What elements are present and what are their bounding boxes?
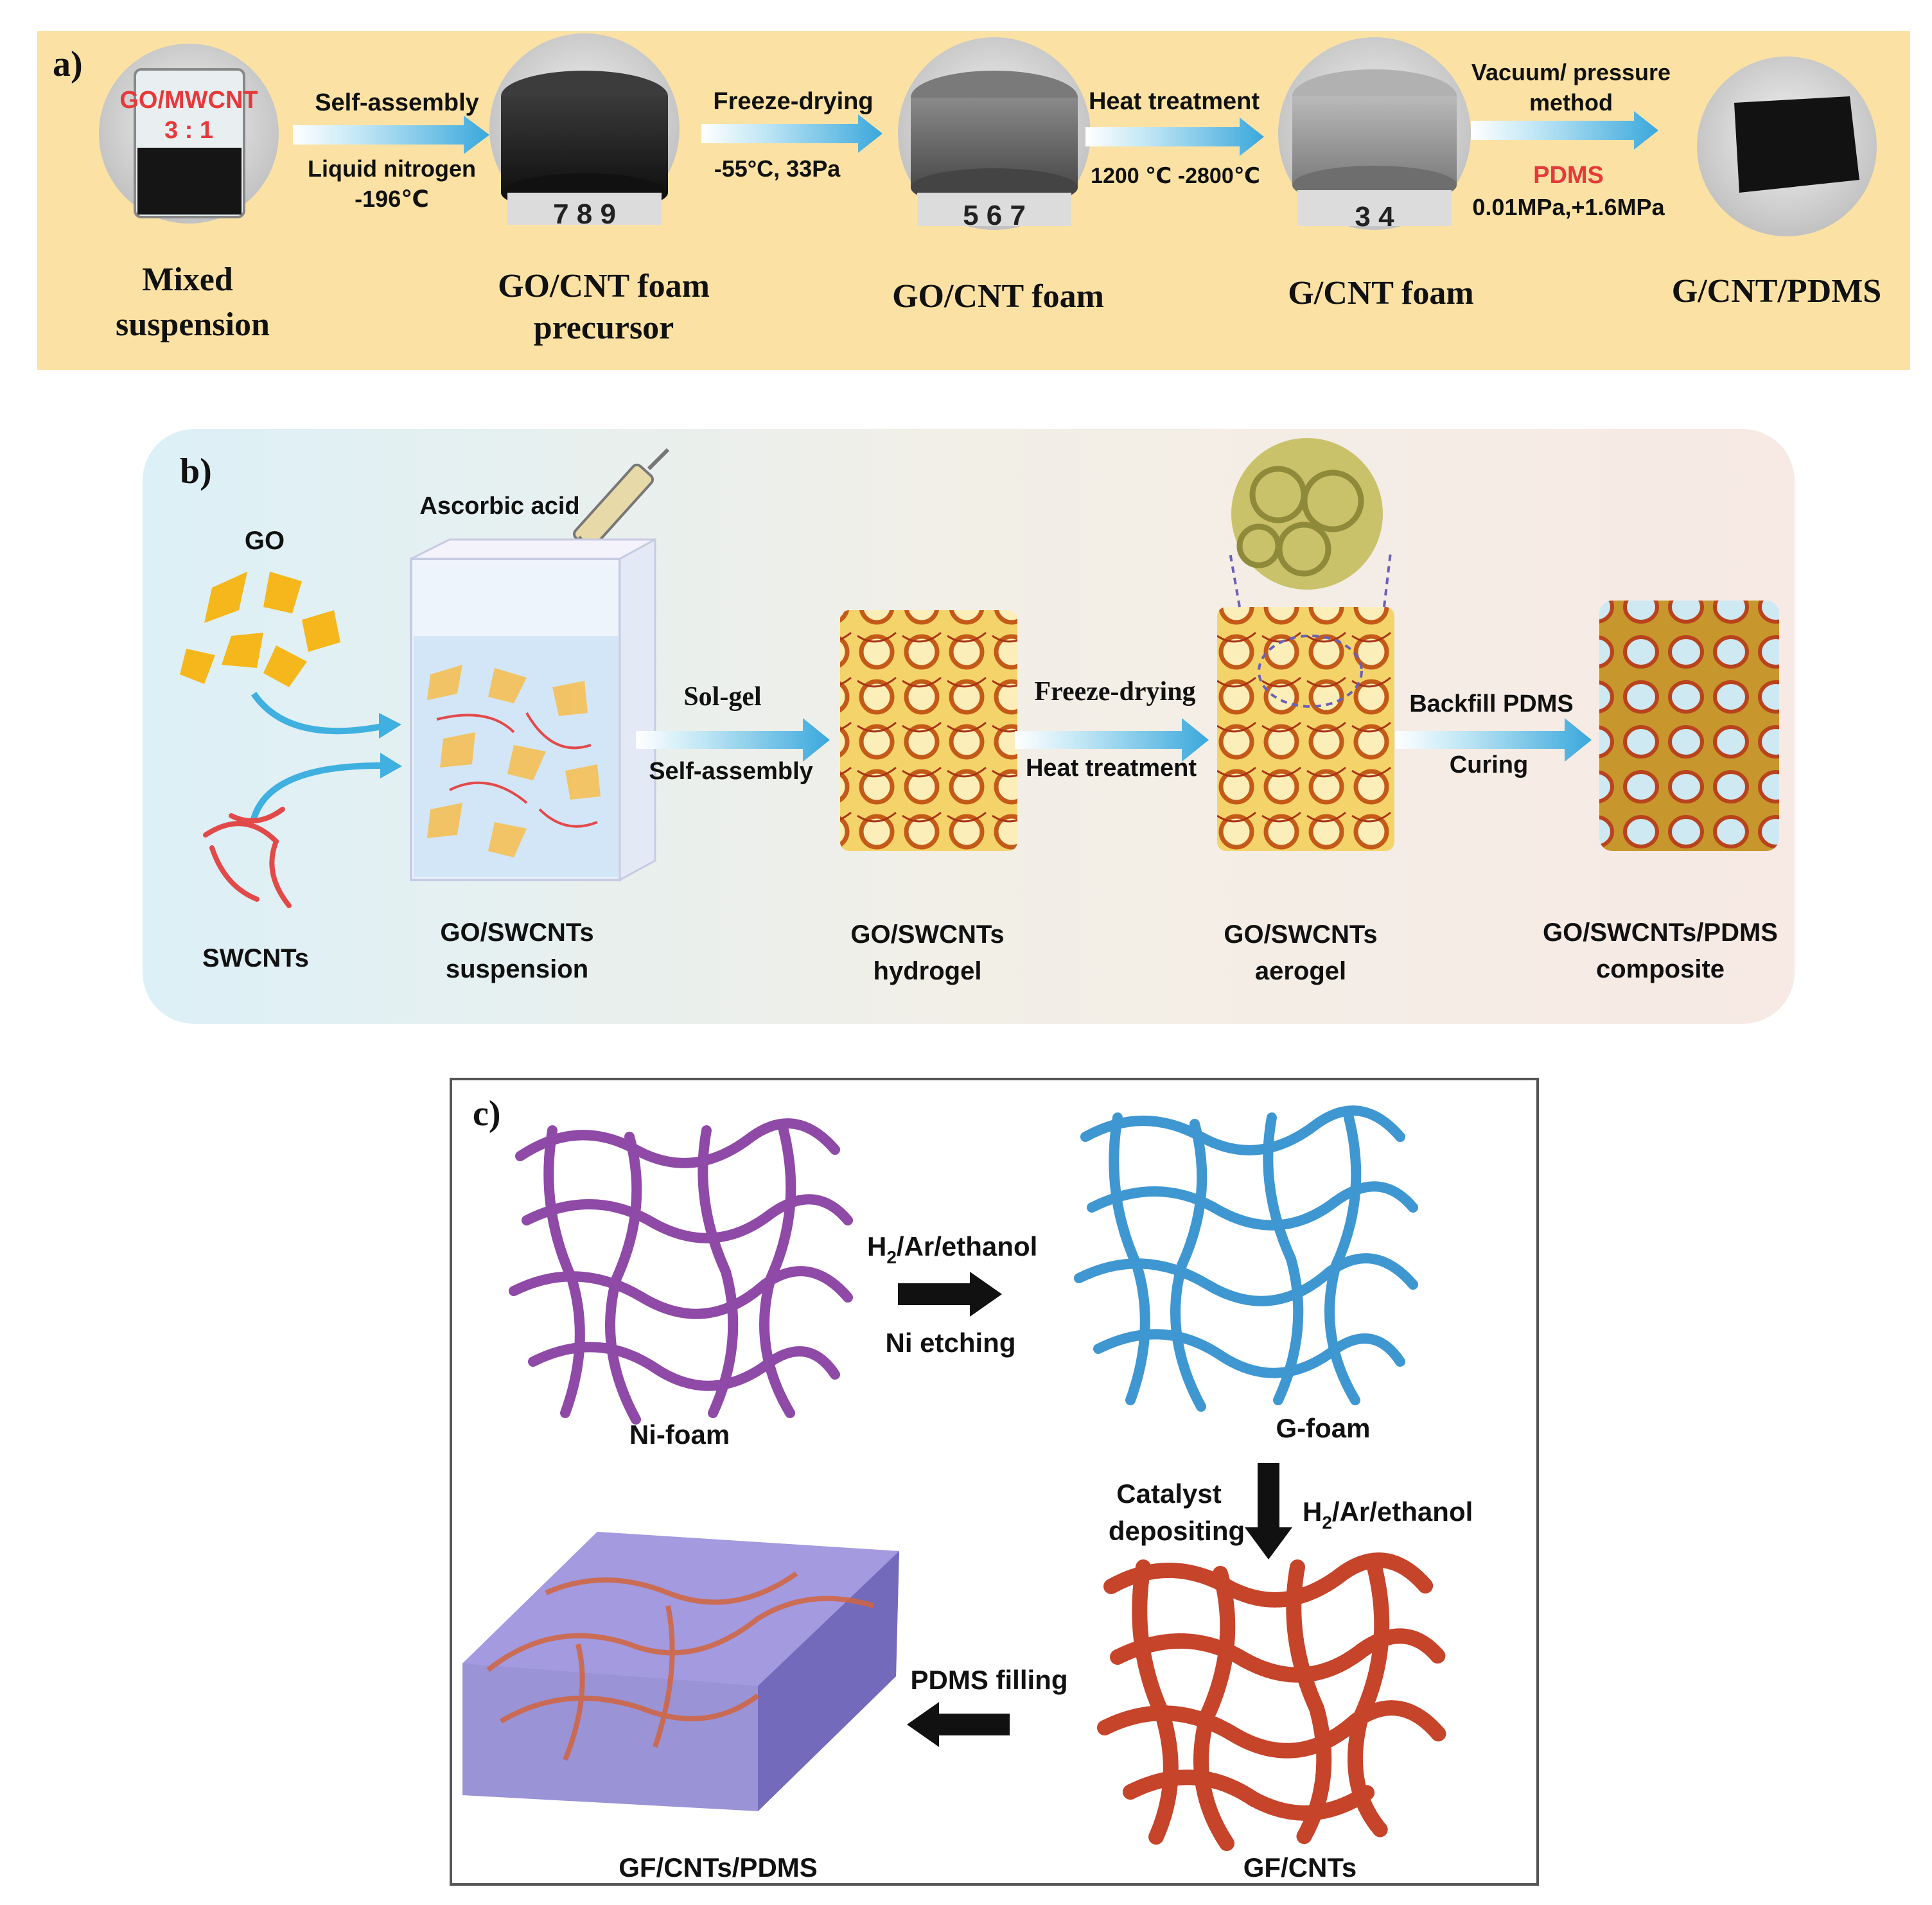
arrow1-bottom-label: Self-assembly — [649, 758, 813, 785]
swcnt-feed-arrowhead — [380, 753, 402, 778]
gas2-sub: 2 — [1322, 1513, 1332, 1532]
gas1-sub: 2 — [886, 1247, 897, 1267]
ruler-2: 5 6 7 — [963, 200, 1026, 231]
pdms-filling-label: PDMS filling — [911, 1665, 1068, 1695]
go-label: GO — [245, 527, 285, 555]
swcnt-feed-arrow — [250, 762, 386, 820]
arrow-gfcnt-to-pdms — [907, 1702, 1010, 1747]
arrow-freeze-drying — [701, 114, 883, 153]
composite-block — [1599, 601, 1779, 851]
gas1-rest: /Ar/ethanol — [897, 1231, 1037, 1261]
b-stage4-label-2: composite — [1596, 955, 1725, 983]
b-stage1-label-1: GO/SWCNTs — [440, 918, 593, 947]
step4-top-label-2: method — [1529, 89, 1613, 116]
step2-top-label: Freeze-drying — [713, 88, 873, 115]
a-stage1-label-1: Mixed — [142, 261, 233, 298]
step1-bottom-label-2: -196℃ — [355, 186, 429, 212]
g-foam-label: G-foam — [1276, 1413, 1371, 1443]
ni-etching-label: Ni etching — [885, 1328, 1015, 1358]
step1-bottom-label-1: Liquid nitrogen — [308, 155, 476, 182]
a-stage2-label-2: precursor — [534, 310, 674, 346]
gas1-label: H2/Ar/ethanol — [867, 1231, 1037, 1267]
foam-precursor-photo: 7 8 9 — [489, 33, 680, 230]
panel-b-label: b) — [180, 452, 212, 491]
beaker-label-top: GO/MWCNT — [119, 87, 258, 114]
g-foam-network — [1074, 1105, 1418, 1412]
arrow2-top-label: Freeze-drying — [1034, 677, 1195, 707]
a-stage3-label: GO/CNT foam — [892, 278, 1104, 315]
swcnts-label: SWCNTs — [202, 944, 309, 972]
step3-top-label: Heat treatment — [1089, 88, 1260, 115]
arrow3-top-label: Backfill PDMS — [1409, 690, 1574, 717]
go-feed-arrow — [250, 692, 386, 735]
b-stage2-label-2: hydrogel — [874, 957, 982, 985]
arrow-vacuum-pressure — [1471, 111, 1658, 150]
ruler-3: 3 4 — [1355, 201, 1394, 233]
a-stage5-label: G/CNT/PDMS — [1672, 273, 1881, 310]
catalyst-label-1: Catalyst — [1116, 1479, 1221, 1509]
step4-material-label: PDMS — [1533, 162, 1604, 189]
step4-bottom-label: 0.01MPa,+1.6MPa — [1472, 194, 1665, 220]
catalyst-label-2: depositing — [1109, 1516, 1245, 1546]
beaker-photo: GO/MWCNT 3 : 1 — [99, 44, 279, 224]
gf-cnts-network — [1097, 1552, 1446, 1851]
arrow1-top-label: Sol-gel — [683, 682, 761, 712]
arrow3-bottom-label: Curing — [1450, 751, 1528, 778]
beaker-ratio: 3 : 1 — [164, 117, 213, 144]
gas1-h: H — [867, 1231, 886, 1261]
step3-bottom-label: 1200 ℃ -2800℃ — [1091, 164, 1260, 188]
gf-cnts-label: GF/CNTs — [1243, 1852, 1357, 1883]
panel-a-label: a) — [53, 44, 83, 84]
arrow-sol-gel — [636, 718, 830, 762]
aerogel-block — [1217, 438, 1394, 851]
step2-bottom-label: -55°C, 33Pa — [714, 155, 841, 182]
go-sheets-icon — [180, 572, 340, 687]
arrow2-bottom-label: Heat treatment — [1026, 755, 1197, 782]
step4-top-label-1: Vacuum/ pressure — [1471, 59, 1671, 85]
b-stage3-label-1: GO/SWCNTs — [1224, 920, 1377, 949]
gas2-label: H2/Ar/ethanol — [1303, 1497, 1473, 1532]
a-stage1-label-2: suspension — [116, 306, 270, 343]
arrow-backfill-pdms — [1395, 718, 1592, 762]
go-feed-arrowhead — [379, 713, 401, 739]
suspension-beaker — [410, 538, 656, 882]
hydrogel-block — [840, 610, 1017, 851]
b-stage2-label-1: GO/SWCNTs — [850, 920, 1004, 949]
a-stage4-label: G/CNT foam — [1288, 275, 1473, 312]
g-cnt-foam-photo: 3 4 — [1278, 37, 1471, 233]
swcnts-icon — [203, 807, 292, 908]
go-cnt-foam-photo: 5 6 7 — [898, 37, 1091, 231]
arrow-g-to-gfcnt — [1245, 1463, 1292, 1559]
arrow-self-assembly — [293, 116, 489, 154]
arrow-freeze-drying-b — [1015, 718, 1209, 762]
ascorbic-acid-label: Ascorbic acid — [419, 493, 579, 520]
pdms-composite-block — [462, 1532, 899, 1811]
ni-foam-label: Ni-foam — [629, 1419, 730, 1450]
a-stage2-label-1: GO/CNT foam — [498, 268, 710, 304]
b-stage1-label-2: suspension — [446, 955, 588, 983]
gas2-rest: /Ar/ethanol — [1332, 1497, 1473, 1527]
step1-top-label: Self-assembly — [315, 89, 479, 116]
g-cnt-pdms-photo — [1697, 57, 1877, 236]
b-stage3-label-2: aerogel — [1255, 957, 1346, 985]
ruler-1: 7 8 9 — [553, 198, 616, 230]
ni-foam-network — [509, 1118, 853, 1425]
arrow-ni-to-g — [898, 1272, 1002, 1317]
gas2-h: H — [1303, 1497, 1322, 1527]
gf-cnts-pdms-label: GF/CNTs/PDMS — [619, 1852, 818, 1883]
b-stage4-label-1: GO/SWCNTs/PDMS — [1543, 918, 1778, 947]
arrow-heat-treatment — [1085, 118, 1264, 156]
panel-c-label: c) — [473, 1094, 501, 1134]
